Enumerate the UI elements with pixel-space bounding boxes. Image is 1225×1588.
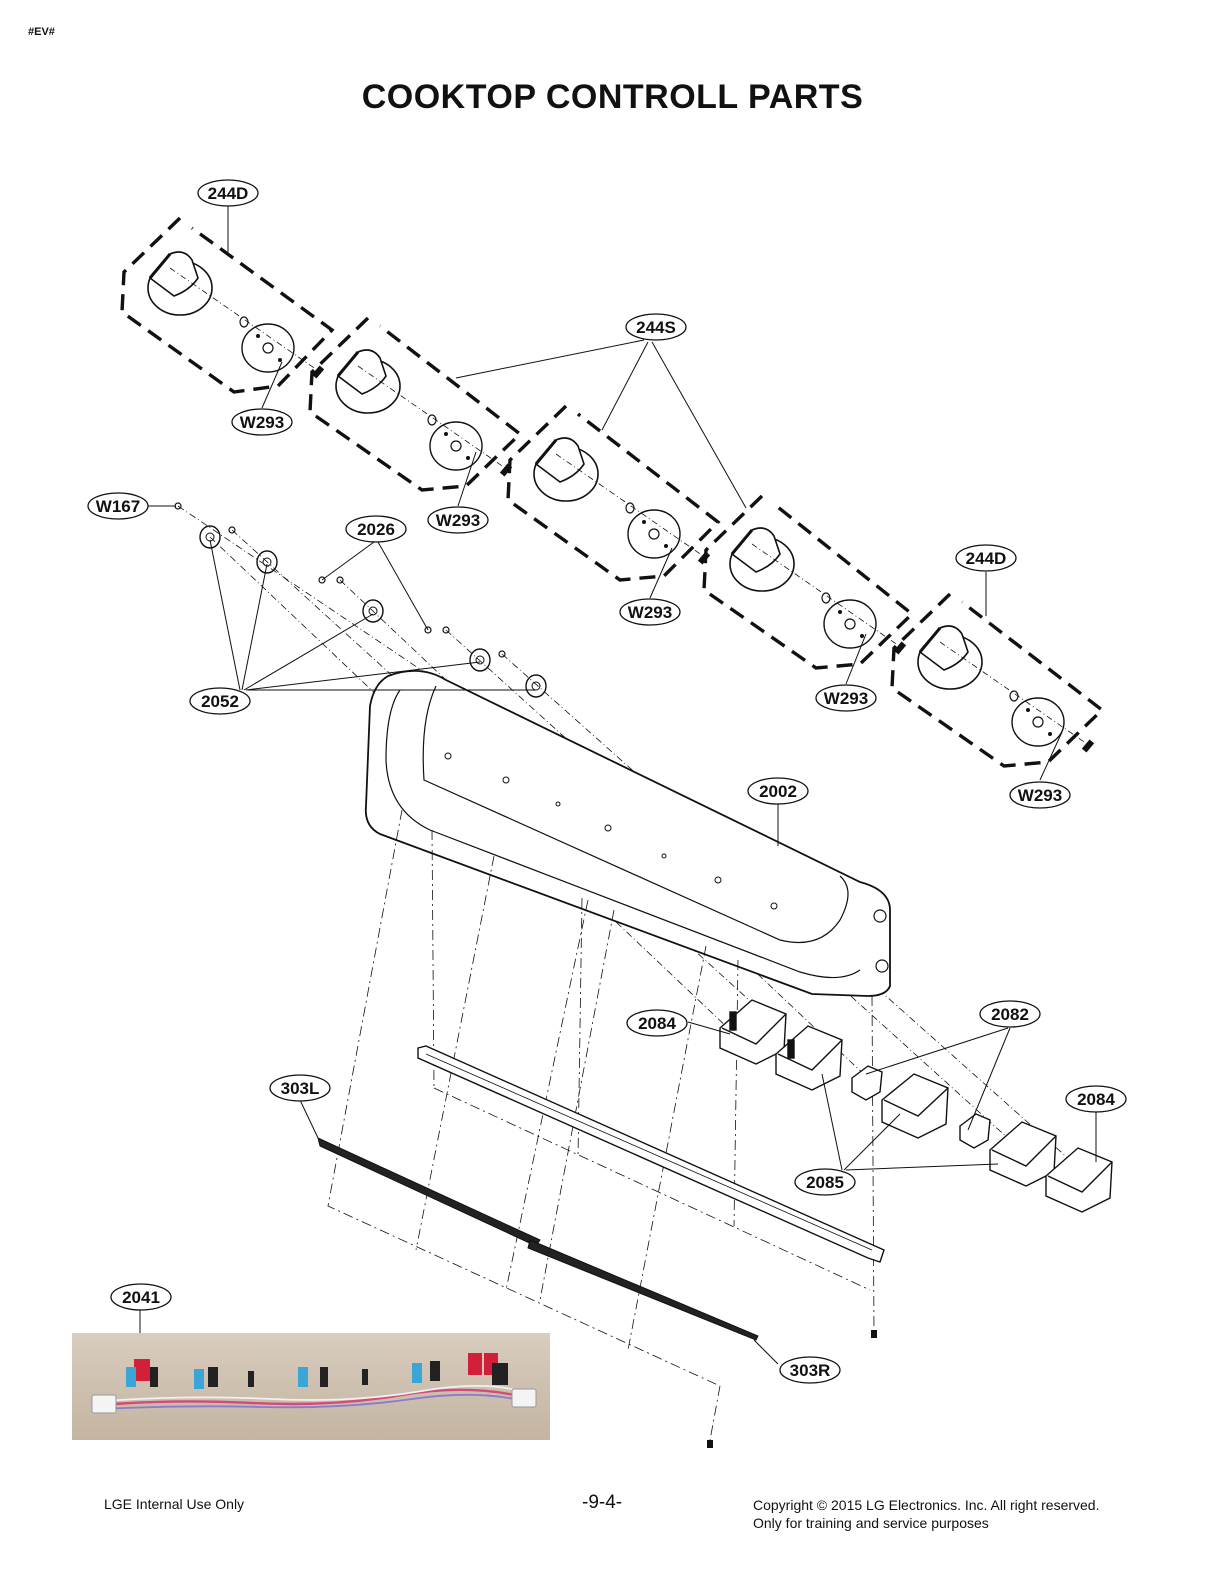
knob-assembly-244D-right [890, 592, 1105, 768]
callout-W293-4: W293 [815, 684, 877, 712]
relay-small-1 [851, 1065, 883, 1101]
svg-text:244S: 244S [636, 318, 676, 337]
svg-text:W293: W293 [240, 413, 284, 432]
document-tag: #EV# [28, 26, 55, 38]
svg-text:W293: W293 [1018, 786, 1062, 805]
switch-block-2 [775, 1025, 843, 1091]
callout-2041: 2041 [110, 1283, 172, 1311]
wire-harness-photo-2041 [72, 1333, 550, 1440]
callout-W293-1: W293 [231, 408, 293, 436]
callout-2084-right: 2084 [1065, 1085, 1127, 1113]
svg-text:2082: 2082 [991, 1005, 1029, 1024]
svg-text:244D: 244D [966, 549, 1007, 568]
svg-text:2085: 2085 [806, 1173, 844, 1192]
callout-2052: 2052 [189, 687, 251, 715]
control-panel-housing-2002 [364, 670, 891, 997]
callout-W293-5: W293 [1009, 781, 1071, 809]
switch-block-3 [881, 1073, 949, 1139]
page-number: -9-4- [582, 1492, 623, 1513]
trim-strips [317, 1137, 759, 1341]
callouts: 244D 244S 244D W293 W293 W293 W293 W293 … [87, 179, 1127, 1384]
callout-2085: 2085 [794, 1168, 856, 1196]
svg-text:2026: 2026 [357, 520, 395, 539]
svg-text:W293: W293 [436, 511, 480, 530]
relay-small-2 [959, 1113, 991, 1149]
callout-2082: 2082 [979, 1000, 1041, 1028]
callout-244D-top: 244D [197, 179, 259, 207]
copyright-line-1: Copyright © 2015 LG Electronics. Inc. Al… [753, 1497, 1100, 1513]
knob-assembly-244D-left [120, 216, 335, 394]
svg-text:2002: 2002 [759, 782, 797, 801]
knob-assembly-244S-3 [702, 494, 915, 670]
switch-block-5 [1045, 1147, 1113, 1213]
callout-303R: 303R [779, 1356, 841, 1384]
svg-text:244D: 244D [208, 184, 249, 203]
svg-text:W293: W293 [824, 689, 868, 708]
copyright-line-2: Only for training and service purposes [753, 1515, 989, 1531]
projection-lines [327, 809, 875, 1441]
svg-text:303L: 303L [281, 1079, 320, 1098]
callout-W293-2: W293 [427, 506, 489, 534]
switch-block-4 [989, 1121, 1057, 1187]
page-title: COOKTOP CONTROLL PARTS [361, 78, 864, 116]
callout-2002: 2002 [747, 777, 809, 805]
knob-assembly-244S-1 [308, 316, 523, 492]
svg-text:2084: 2084 [638, 1014, 676, 1033]
knob-assembly-244S-2 [506, 404, 721, 582]
footer-internal-use: LGE Internal Use Only [104, 1496, 245, 1512]
svg-text:2084: 2084 [1077, 1090, 1115, 1109]
callout-2084-left: 2084 [626, 1009, 688, 1037]
callout-W167: W167 [87, 492, 149, 520]
svg-text:303R: 303R [790, 1361, 831, 1380]
leader-lines [139, 206, 1097, 1365]
callout-244S: 244S [625, 313, 687, 341]
callout-2026: 2026 [345, 515, 407, 543]
svg-text:W167: W167 [96, 497, 140, 516]
bottom-screws [707, 1330, 877, 1448]
svg-text:W293: W293 [628, 603, 672, 622]
svg-text:2052: 2052 [201, 692, 239, 711]
svg-text:2041: 2041 [122, 1288, 160, 1307]
callout-303L: 303L [269, 1074, 331, 1102]
callout-244D-right: 244D [955, 544, 1017, 572]
callout-W293-3: W293 [619, 598, 681, 626]
footer-copyright: Copyright © 2015 LG Electronics. Inc. Al… [753, 1496, 1099, 1532]
mounting-bracket [417, 1045, 885, 1263]
